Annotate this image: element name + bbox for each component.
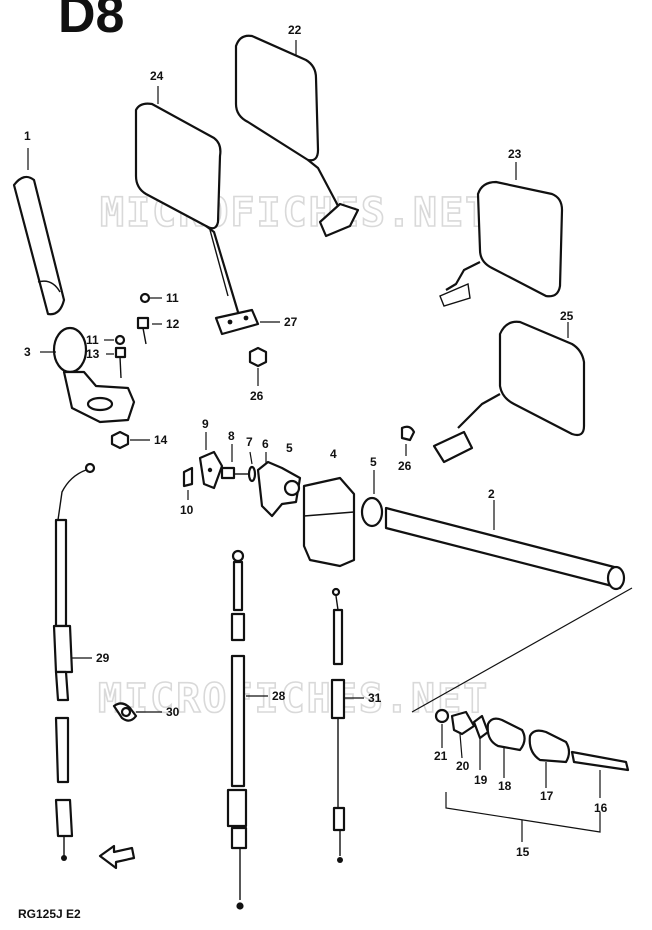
mirror-part-23	[439, 180, 564, 307]
cable-part-28	[226, 549, 248, 910]
spring-part-7	[247, 465, 257, 483]
throttle-tube-part-2	[384, 506, 626, 591]
callout-11b: 11	[86, 333, 99, 347]
callouts: 1 2 3 4 5 5 6 7 8 9 10 11 11 12 13 14 15…	[24, 23, 608, 859]
callout-10: 10	[180, 503, 194, 517]
mirror-part-22	[234, 34, 360, 238]
cable-part-29	[52, 462, 96, 861]
callout-2: 2	[488, 487, 495, 501]
callout-20: 20	[456, 759, 470, 773]
callout-28: 28	[272, 689, 286, 703]
callout-16: 16	[594, 801, 608, 815]
callout-11a: 11	[166, 291, 179, 305]
bolt-part-8	[220, 466, 250, 480]
callout-21: 21	[434, 749, 448, 763]
mirror-part-25	[432, 320, 586, 464]
callout-18: 18	[498, 779, 512, 793]
mirror-part-24	[134, 102, 245, 319]
callout-17: 17	[540, 789, 554, 803]
callout-5a: 5	[286, 441, 293, 455]
callout-1: 1	[24, 129, 31, 143]
callout-3: 3	[24, 345, 31, 359]
washer-part-11b	[114, 334, 126, 346]
clamp-part-3	[52, 326, 136, 424]
housing-part-4	[302, 476, 356, 568]
clip-part-30	[112, 702, 138, 722]
callout-7: 7	[246, 435, 253, 449]
callout-14: 14	[154, 433, 168, 447]
model-code-footer: RG125J E2	[18, 907, 81, 921]
callout-24: 24	[150, 69, 164, 83]
cushion-part-20	[450, 710, 476, 736]
cable-part-31	[330, 587, 346, 863]
leader-lines	[27, 40, 601, 798]
watermark-bottom: MICROFICHES.NET	[98, 676, 489, 722]
nut-part-14	[110, 430, 130, 450]
end-weight-group	[411, 587, 633, 842]
callout-25: 25	[560, 309, 574, 323]
holder-part-6	[256, 460, 302, 518]
bracket-part-27	[214, 308, 260, 336]
callout-23: 23	[508, 147, 522, 161]
callout-4: 4	[330, 447, 337, 461]
front-direction-arrow-icon	[98, 844, 136, 870]
callout-30: 30	[166, 705, 180, 719]
screw-part-13	[114, 346, 127, 379]
nut-part-26a	[248, 346, 268, 368]
callout-19: 19	[474, 773, 488, 787]
callout-26a: 26	[250, 389, 264, 403]
grip-part-1	[12, 175, 66, 316]
callout-31: 31	[368, 691, 382, 705]
nut-part-26b	[400, 425, 416, 442]
callout-29: 29	[96, 651, 110, 665]
corner-mark: D8	[58, 0, 124, 44]
callout-26b: 26	[398, 459, 412, 473]
callout-8: 8	[228, 429, 235, 443]
screw-part-10	[182, 466, 194, 488]
callout-12: 12	[166, 317, 180, 331]
washer-part-11a	[139, 292, 151, 304]
collar-part-5	[360, 496, 384, 528]
screw-part-16	[570, 750, 630, 772]
callout-27: 27	[284, 315, 298, 329]
nut-part-21	[434, 708, 450, 724]
callout-22: 22	[288, 23, 302, 37]
callout-9: 9	[202, 417, 209, 431]
bolt-part-12	[136, 316, 150, 345]
weight-part-17	[528, 729, 571, 764]
callout-15: 15	[516, 845, 530, 859]
weight-part-18	[486, 717, 526, 752]
lever-part-9	[198, 450, 224, 490]
callout-13: 13	[86, 347, 100, 361]
callout-6: 6	[262, 437, 269, 451]
callout-5b: 5	[370, 455, 377, 469]
